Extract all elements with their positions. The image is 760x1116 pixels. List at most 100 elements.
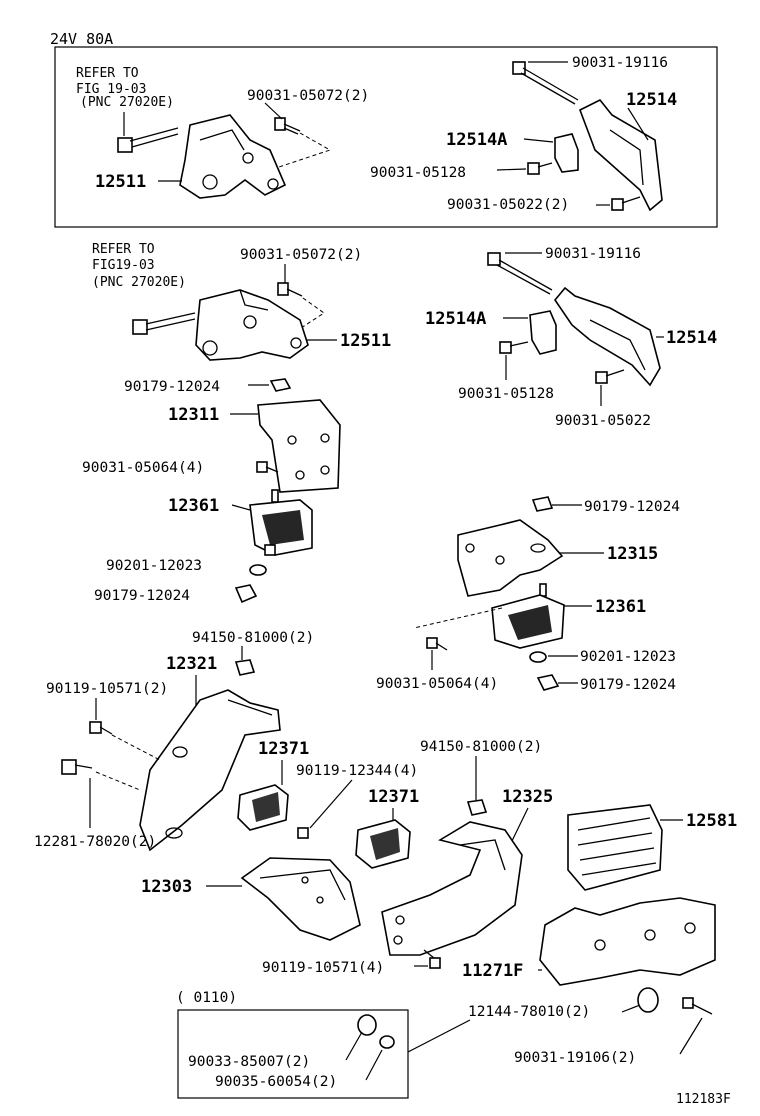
refer-note-top: REFER TO FIG 19-03 (PNC 27020E) (76, 66, 174, 110)
engine-mount-insulator-12361-right (491, 583, 565, 649)
washer-part (529, 651, 547, 663)
nut-part (234, 659, 256, 676)
part-label: 12511 (340, 331, 391, 351)
part-label: 94150-81000(2) (420, 739, 542, 755)
part-label: 90031-05128 (370, 165, 466, 181)
part-label: 12514 (666, 328, 717, 348)
part-label: 90031-05064(4) (376, 676, 498, 692)
part-label: 12371 (258, 739, 309, 759)
part-label: 12361 (168, 496, 219, 516)
part-label: 90201-12023 (580, 649, 676, 665)
nut-part (536, 674, 560, 691)
nut-part (531, 496, 554, 512)
part-label: 90035-60054(2) (215, 1074, 337, 1090)
svg-text:(PNC 27020E): (PNC 27020E) (80, 95, 174, 110)
nut-part (234, 584, 258, 604)
bolt-part (499, 341, 529, 354)
part-label: 90033-85007(2) (188, 1054, 310, 1070)
plug-part (357, 1014, 377, 1036)
part-label: 12315 (607, 544, 658, 564)
part-label: 90031-05072(2) (247, 88, 369, 104)
part-label: 11271F (462, 961, 523, 981)
part-label: 90179-12024 (584, 499, 680, 515)
bolt-part (595, 369, 625, 384)
part-label: 90031-19116 (572, 55, 668, 71)
part-label: 12325 (502, 787, 553, 807)
svg-text:REFER TO: REFER TO (76, 66, 139, 81)
refer-note-mid: REFER TO FIG19-03 (PNC 27020E) (92, 242, 186, 290)
engine-mount-insulator-12371-center (355, 819, 411, 869)
bolt-part (297, 827, 309, 839)
spacer-12514A-mid (529, 310, 557, 355)
part-label: 12514A (425, 309, 486, 329)
bolt-part (527, 162, 553, 175)
bolt-part (423, 949, 441, 969)
part-label: 94150-81000(2) (192, 630, 314, 646)
bolt-part (117, 127, 179, 153)
engine-mount-bracket-12303 (240, 857, 361, 941)
bolt-part (274, 117, 301, 135)
part-label: 12311 (168, 405, 219, 425)
plug-part (637, 987, 659, 1013)
engine-mount-bracket-12325 (381, 821, 523, 956)
part-label: 90179-12024 (94, 588, 190, 604)
timing-cover-11271F (539, 897, 716, 986)
part-label: 12581 (686, 811, 737, 831)
svg-text:FIG 19-03: FIG 19-03 (76, 82, 146, 97)
part-label: 90031-19116 (545, 246, 641, 262)
bolt-part (682, 997, 713, 1015)
engine-mount-insulator-12371-left (237, 784, 289, 831)
part-label: 90179-12024 (124, 379, 220, 395)
nut-part (466, 799, 488, 816)
part-label: 90031-19106(2) (514, 1050, 636, 1066)
washer-part (379, 1035, 395, 1049)
bolt-part (487, 252, 553, 295)
leader-dashed (275, 132, 332, 169)
footer-code: 112183F (676, 1092, 731, 1107)
engine-mount-insulator-12361-left (249, 489, 313, 556)
bottom-group-frame (177, 1009, 409, 1099)
top-group-frame (54, 46, 718, 228)
part-label: 90031-05128 (458, 386, 554, 402)
engine-mount-bracket-12315 (457, 519, 564, 597)
header-spec: 24V 80A (50, 30, 113, 48)
bolt-part (132, 312, 196, 335)
part-label: 90031-05022 (555, 413, 651, 429)
spacer-12514A-top (554, 133, 579, 173)
alternator-bracket-12511-mid (195, 289, 309, 361)
box-note: ( 0110) (176, 990, 237, 1006)
part-label: 12514 (626, 90, 677, 110)
part-label: 90119-10571(4) (262, 960, 384, 976)
engine-mount-bracket-12311 (257, 399, 341, 493)
part-label: 12303 (141, 877, 192, 897)
part-label: 12371 (368, 787, 419, 807)
svg-text:FIG19-03: FIG19-03 (92, 258, 155, 273)
bolt-part (61, 759, 93, 775)
part-label: 90119-10571(2) (46, 681, 168, 697)
bolt-part (89, 721, 113, 735)
bracket-12514-top (578, 98, 663, 212)
svg-text:REFER TO: REFER TO (92, 242, 155, 257)
part-label: 12321 (166, 654, 217, 674)
nut-part (269, 378, 292, 392)
bolt-part (277, 282, 303, 297)
part-label: 90179-12024 (580, 677, 676, 693)
heat-insulator-12581 (567, 804, 663, 891)
part-label: 12511 (95, 172, 146, 192)
bolt-part (256, 461, 279, 473)
part-label: 12144-78010(2) (468, 1004, 590, 1020)
alternator-bracket-12511-top (179, 114, 287, 199)
washer-part (249, 564, 267, 576)
bolt-part (512, 61, 579, 105)
svg-text:(PNC 27020E): (PNC 27020E) (92, 275, 186, 290)
bolt-part (426, 637, 448, 651)
bracket-12514-mid (553, 286, 661, 387)
part-label: 12281-78020(2) (34, 834, 156, 850)
engine-mount-bracket-12321 (139, 689, 281, 852)
part-label: 90119-12344(4) (296, 763, 418, 779)
bolt-part (611, 196, 641, 211)
part-label: 90201-12023 (106, 558, 202, 574)
part-label: 90031-05072(2) (240, 247, 362, 263)
part-label: 90031-05064(4) (82, 460, 204, 476)
